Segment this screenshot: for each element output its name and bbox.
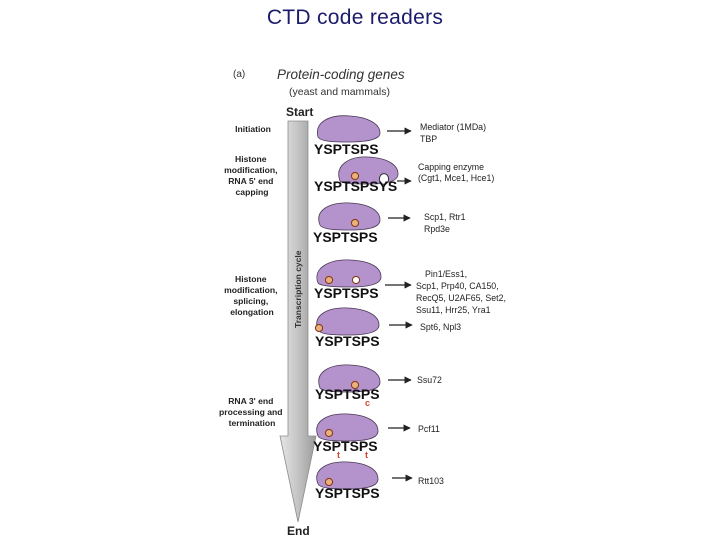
- isomer-t-mark: t: [337, 450, 340, 460]
- stage-capping: Histone modification, RNA 5' end capping: [224, 154, 280, 197]
- ctd-row-7: t t YSPTSPS Pcf11: [313, 413, 440, 460]
- phospho-mark: [324, 477, 334, 487]
- phospho-mark: [350, 171, 360, 181]
- ctd-sequence: YSPTSPSYS: [314, 178, 397, 194]
- end-label: End: [287, 524, 310, 538]
- slide-title: CTD code readers: [266, 6, 444, 29]
- ctd-row-initiation: YSPTSPS Mediator (1MDa) TBP: [314, 115, 488, 157]
- protein-blob: [318, 364, 381, 393]
- ctd-sequence: YSPTSPS: [315, 333, 380, 349]
- ctd-sequence: YSPTSPS: [314, 141, 379, 157]
- figure-heading: Protein-coding genes: [277, 67, 405, 82]
- isomer-mark: [378, 173, 390, 185]
- ctd-sequence: YSPTSPS: [314, 285, 379, 301]
- reader-label-pin1: Pin1/Ess1, Scp1, Prp40, CA150, RecQ5, U2…: [416, 269, 508, 315]
- transcription-cycle-axis-label: Transcription cycle: [293, 250, 303, 328]
- ctd-row-3: YSPTSPS Scp1, Rtr1 Rpd3e: [313, 202, 468, 245]
- ctd-row-capping: YSPTSPSYS Capping enzyme (Cgt1, Mce1, Hc…: [314, 156, 494, 194]
- stage-initiation: Initiation: [235, 124, 271, 134]
- reader-label-mediator: Mediator (1MDa) TBP: [420, 122, 488, 144]
- ctd-sequence: YSPTSPS: [313, 438, 378, 454]
- protein-blob: [316, 413, 379, 442]
- reader-label-ssu72: Ssu72: [417, 375, 442, 385]
- ctd-sequence: YSPTSPS: [315, 485, 380, 501]
- phospho-mark: [350, 218, 360, 228]
- reader-label-spt6: Spt6, Npl3: [420, 322, 461, 332]
- phospho-mark: [324, 275, 334, 285]
- ctd-row-8: YSPTSPS Rtt103: [315, 461, 444, 501]
- phospho-mark: [350, 380, 360, 390]
- protein-blob: [318, 202, 381, 231]
- reader-label-rtt103: Rtt103: [418, 476, 444, 486]
- phospho-mark: [314, 323, 324, 333]
- ctd-sequence: YSPTSPS: [315, 386, 380, 402]
- phospho-mark-open: [351, 275, 361, 285]
- protein-blob: [317, 115, 381, 143]
- isomer-t-mark: t: [365, 450, 368, 460]
- ctd-row-termination: c YSPTSPS Ssu72: [315, 364, 442, 408]
- protein-blob: [316, 307, 380, 336]
- isomer-c-mark: c: [365, 398, 370, 408]
- reader-label-scp1: Scp1, Rtr1 Rpd3e: [424, 212, 468, 234]
- ctd-row-5: YSPTSPS Spt6, Npl3: [314, 307, 461, 349]
- reader-label-pcf11: Pcf11: [418, 424, 440, 434]
- reader-label-capping-enzyme: Capping enzyme (Cgt1, Mce1, Hce1): [418, 162, 494, 183]
- ctd-sequence: YSPTSPS: [313, 229, 378, 245]
- phospho-mark: [324, 428, 334, 438]
- figure-subheading: (yeast and mammals): [289, 86, 390, 98]
- stage-elongation: Histone modification, splicing, elongati…: [224, 274, 280, 317]
- ctd-row-elongation: YSPTSPS Pin1/Ess1, Scp1, Prp40, CA150, R…: [314, 259, 508, 315]
- start-label: Start: [286, 105, 313, 119]
- transcription-cycle-arrow: [279, 120, 317, 523]
- stage-termination: RNA 3' end processing and termination: [219, 396, 285, 428]
- panel-label: (a): [233, 69, 245, 80]
